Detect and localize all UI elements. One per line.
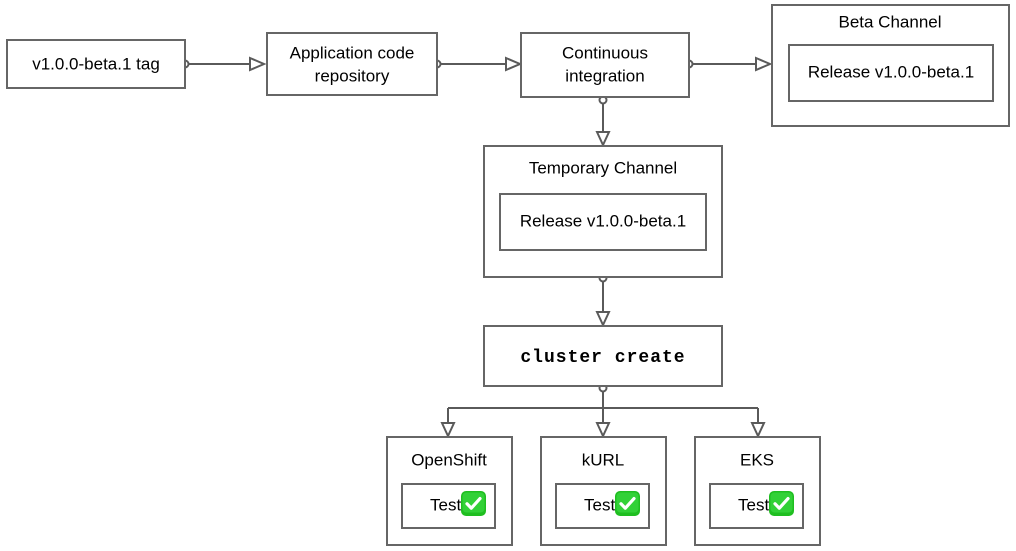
white-check-mark-icon	[461, 491, 486, 516]
node-repo-label-line2: repository	[315, 66, 390, 85]
node-openshift-title: OpenShift	[411, 450, 487, 469]
edge-ci-to-beta-channel	[684, 56, 773, 72]
white-check-mark-icon	[769, 491, 794, 516]
node-temporary-channel-title: Temporary Channel	[529, 158, 677, 177]
white-check-mark-icon	[615, 491, 640, 516]
node-kurl-tests-label: Tests	[584, 495, 624, 514]
node-beta-channel-title: Beta Channel	[838, 12, 941, 31]
edge-ci-to-temporary-channel	[595, 95, 611, 148]
node-ci: Continuous integration	[520, 32, 690, 98]
node-eks-title: EKS	[740, 450, 774, 469]
node-repo: Application code repository	[266, 32, 438, 96]
node-ci-label-line1: Continuous	[562, 43, 648, 62]
node-openshift: OpenShift Tests	[386, 436, 513, 546]
node-openshift-tests-label: Tests	[430, 495, 470, 514]
edge-repo-to-ci	[432, 56, 523, 72]
node-tag: v1.0.0-beta.1 tag	[6, 39, 186, 89]
edge-cluster-create-branch	[440, 383, 766, 439]
edge-tag-to-repo	[180, 56, 267, 72]
node-temporary-channel: Temporary Channel Release v1.0.0-beta.1	[483, 145, 723, 278]
node-eks: EKS Tests	[694, 436, 821, 546]
node-kurl: kURL Tests	[540, 436, 667, 546]
node-tag-label: v1.0.0-beta.1 tag	[32, 54, 160, 73]
node-temporary-channel-release: Release v1.0.0-beta.1	[520, 211, 686, 230]
node-cluster-create-label: cluster create	[520, 348, 685, 368]
node-cluster-create: cluster create	[483, 325, 723, 387]
node-kurl-title: kURL	[582, 450, 625, 469]
node-beta-channel: Beta Channel Release v1.0.0-beta.1	[771, 4, 1010, 127]
node-ci-label-line2: integration	[565, 66, 644, 85]
node-beta-channel-release: Release v1.0.0-beta.1	[808, 62, 974, 81]
node-repo-label-line1: Application code	[290, 43, 415, 62]
edge-temporary-channel-to-cluster-create	[595, 273, 611, 328]
node-eks-tests-label: Tests	[738, 495, 778, 514]
